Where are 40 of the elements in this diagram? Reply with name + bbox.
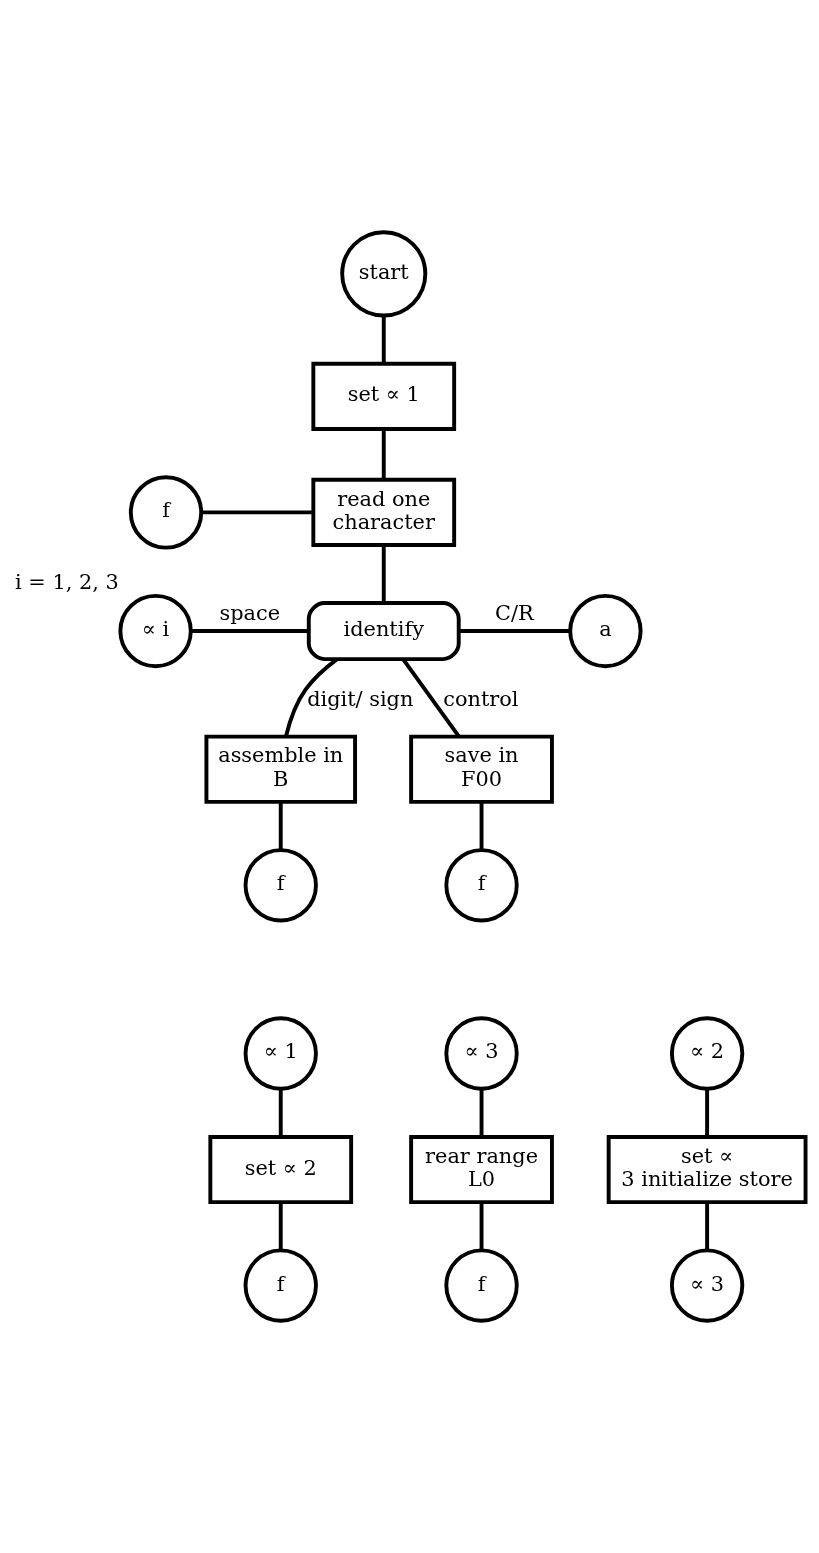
connector xyxy=(479,1202,484,1251)
node-circle: f xyxy=(243,1248,318,1323)
node-circle: f xyxy=(243,848,318,923)
connector xyxy=(278,1202,283,1251)
edge-label: control xyxy=(443,687,519,712)
connector xyxy=(191,629,309,633)
connector xyxy=(479,802,484,850)
edge-label: space xyxy=(219,601,281,626)
node-circle: ∝ 3 xyxy=(444,1016,519,1091)
connector xyxy=(381,315,386,364)
node-circle: a xyxy=(568,593,643,669)
node-box: assemble in B xyxy=(204,734,357,804)
connector xyxy=(401,658,461,738)
node-box: read one character xyxy=(311,477,457,547)
node-label: i = 1, 2, 3 xyxy=(15,570,119,595)
node-circle: f xyxy=(444,1248,519,1323)
connector xyxy=(381,545,386,603)
node-circle: f xyxy=(128,475,204,550)
node-box: set ∝ 3 initialize store xyxy=(606,1135,808,1205)
node-circle: ∝ 2 xyxy=(669,1016,745,1091)
node-box: set ∝ 2 xyxy=(208,1135,354,1205)
node-box: identify xyxy=(306,601,461,662)
connector xyxy=(479,1088,484,1137)
node-box: rear range L0 xyxy=(409,1135,554,1205)
connector xyxy=(705,1088,710,1137)
connector xyxy=(278,1088,283,1137)
connector xyxy=(705,1202,710,1251)
edge-label: C/R xyxy=(495,601,534,626)
connector xyxy=(458,629,571,633)
node-box: save in F00 xyxy=(409,734,554,804)
node-circle: ∝ 1 xyxy=(243,1016,318,1091)
node-circle: start xyxy=(340,230,428,318)
connector xyxy=(381,429,386,480)
node-circle: ∝ i xyxy=(118,593,193,669)
connector xyxy=(278,802,283,850)
node-circle: f xyxy=(444,848,519,923)
edge-label: digit/ sign xyxy=(307,687,414,712)
node-box: set ∝ 1 xyxy=(311,361,457,431)
node-circle: ∝ 3 xyxy=(669,1248,745,1323)
connector xyxy=(201,510,314,515)
